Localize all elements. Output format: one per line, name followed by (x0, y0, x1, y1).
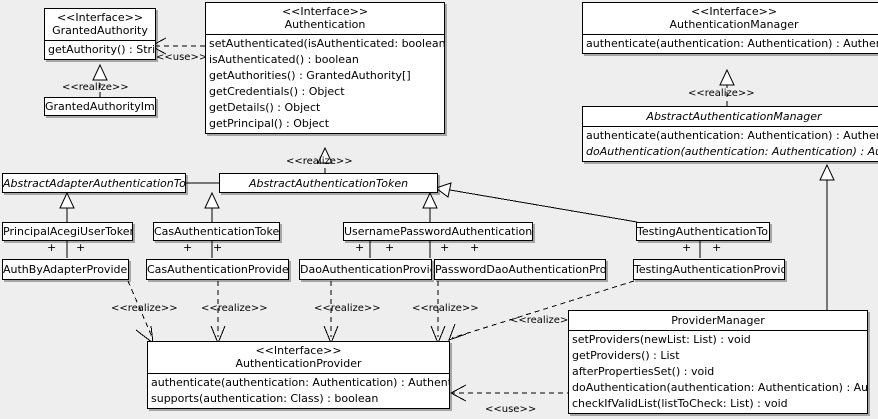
class-granted-authority[interactable]: <<Interface>> GrantedAuthority getAuthor… (44, 8, 156, 60)
class-name-label: Authentication (284, 18, 366, 31)
generalization-triangle-provider-manager (819, 163, 835, 181)
label-use-granted-authority: <<use>> (156, 52, 208, 63)
class-cas-authentication-token[interactable]: CasAuthenticationToken (153, 222, 280, 241)
multiplicity-testing-right: + (712, 241, 722, 254)
label-use-provider-manager: <<use>> (485, 404, 537, 415)
class-name-label: AbstractAuthenticationToken (248, 177, 409, 190)
generalization-triangle-username-password-token (422, 191, 438, 209)
label-realize-dao-provider: <<realize>> (314, 303, 381, 314)
multiplicity-username-1: + (355, 241, 365, 254)
label-realize-granted-authority-impl: <<realize>> (62, 82, 129, 93)
class-header: <<Interface>> GrantedAuthority (45, 9, 155, 40)
operation-after-properties-set: afterPropertiesSet() : void (572, 365, 715, 378)
operation-is-authenticated: isAuthenticated() : boolean (209, 53, 359, 66)
label-realize-testing-provider: <<realize>> (510, 315, 577, 326)
class-name-label: DaoAuthenticationProvider (300, 263, 431, 276)
class-dao-authentication-provider[interactable]: DaoAuthenticationProvider (299, 259, 432, 280)
class-header: ProviderManager (569, 311, 867, 330)
class-name-label: CasAuthenticationProvider (147, 263, 289, 276)
class-name-label: CasAuthenticationToken (154, 225, 280, 238)
multiplicity-cas-right: + (213, 241, 223, 254)
realize-triangle-granted-authority (92, 63, 108, 81)
operation-authenticate: authenticate(authentication: Authenticat… (151, 376, 449, 389)
operation-authenticate: authenticate(authentication: Authenticat… (586, 129, 878, 142)
class-name-label: TestingAuthenticationToken (637, 225, 769, 238)
operation-get-principal: getPrincipal() : Object (209, 117, 330, 130)
operation-check-if-valid-list: checkIfValidList(listToCheck: List) : vo… (572, 397, 788, 410)
operation-set-providers: setProviders(newList: List) : void (572, 333, 751, 346)
class-header: AbstractAuthenticationManager (583, 107, 878, 126)
multiplicity-principal-left: + (47, 241, 57, 254)
class-name-label: GrantedAuthority (52, 24, 148, 37)
stereotype-label: <<Interface>> (281, 5, 369, 18)
operation-get-credentials: getCredentials() : Object (209, 85, 345, 98)
class-authentication[interactable]: <<Interface>> Authentication setAuthenti… (205, 2, 445, 134)
class-username-password-authentication-token[interactable]: UsernamePasswordAuthenticationToken (343, 222, 533, 241)
class-name-label: AbstractAuthenticationManager (646, 110, 822, 123)
class-header: <<Interface>> AuthenticationManager (583, 3, 878, 34)
operation-get-details: getDetails() : Object (209, 101, 321, 114)
operation-authenticate: authenticate(authentication: Authenticat… (586, 37, 878, 50)
class-name-label: AbstractAdapterAuthenticationToken (3, 177, 186, 190)
class-authentication-manager[interactable]: <<Interface>> AuthenticationManager auth… (582, 2, 878, 54)
label-realize-cas-provider: <<realize>> (201, 303, 268, 314)
multiplicity-testing-left: + (682, 241, 692, 254)
operation-supports: supports(authentication: Class) : boolea… (151, 392, 379, 405)
operations-compartment: authenticate(authentication: Authenticat… (583, 126, 878, 161)
class-header: <<Interface>> AuthenticationProvider (148, 342, 449, 373)
class-abstract-adapter-authentication-token[interactable]: AbstractAdapterAuthenticationToken (2, 173, 186, 193)
class-abstract-authentication-manager[interactable]: AbstractAuthenticationManager authentica… (582, 106, 878, 162)
generalization-triangle-principal-acegi (59, 191, 75, 209)
operations-compartment: authenticate(authentication: Authenticat… (583, 34, 878, 53)
stereotype-label: <<Interface>> (255, 344, 342, 357)
multiplicity-cas-left: + (183, 241, 193, 254)
generalization-triangle-cas-token (204, 191, 220, 209)
label-realize-auth-by-adapter: <<realize>> (111, 303, 178, 314)
operations-compartment: setProviders(newList: List) : void getPr… (569, 330, 867, 413)
multiplicity-username-3: + (440, 241, 450, 254)
realize-triangle-authentication-manager (719, 68, 735, 86)
operations-compartment: authenticate(authentication: Authenticat… (148, 373, 449, 408)
stereotype-label: <<Interface>> (690, 5, 778, 18)
operation-do-authentication: doAuthentication(authentication: Authent… (572, 381, 867, 394)
class-authentication-provider[interactable]: <<Interface>> AuthenticationProvider aut… (147, 341, 450, 409)
operation-get-providers: getProviders() : List (572, 349, 680, 362)
stereotype-label: <<Interface>> (56, 11, 144, 24)
operation-get-authorities: getAuthorities() : GrantedAuthority[] (209, 69, 411, 82)
class-testing-authentication-token[interactable]: TestingAuthenticationToken (636, 222, 770, 241)
edge-generalize-testing-token (449, 189, 638, 223)
class-abstract-authentication-token[interactable]: AbstractAuthenticationToken (219, 173, 438, 193)
class-name-label: TestingAuthenticationProvider (634, 263, 785, 276)
use-arrowhead-provider-manager (449, 384, 467, 402)
class-password-dao-authentication-provider[interactable]: PasswordDaoAuthenticationProvider (434, 259, 606, 280)
class-granted-authority-impl[interactable]: GrantedAuthorityImpl (44, 97, 156, 116)
class-name-label: ProviderManager (671, 314, 765, 327)
class-provider-manager[interactable]: ProviderManager setProviders(newList: Li… (568, 310, 868, 414)
label-realize-abstract-authentication-token: <<realize>> (286, 156, 353, 167)
class-name-label: GrantedAuthorityImpl (45, 100, 156, 113)
operations-compartment: getAuthority() : String (45, 40, 155, 59)
class-name-label: PasswordDaoAuthenticationProvider (435, 263, 606, 276)
class-testing-authentication-provider[interactable]: TestingAuthenticationProvider (633, 259, 785, 280)
class-name-label: PrincipalAcegiUserToken (3, 225, 133, 238)
label-realize-abstract-authentication-manager: <<realize>> (688, 88, 755, 99)
class-name-label: UsernamePasswordAuthenticationToken (344, 225, 533, 238)
class-name-label: AuthenticationProvider (235, 357, 362, 370)
class-auth-by-adapter-provider[interactable]: AuthByAdapterProvider (2, 259, 129, 280)
operations-compartment: setAuthenticated(isAuthenticated: boolea… (206, 34, 444, 133)
operation-get-authority: getAuthority() : String (48, 43, 155, 56)
class-principal-acegi-user-token[interactable]: PrincipalAcegiUserToken (2, 222, 133, 241)
class-cas-authentication-provider[interactable]: CasAuthenticationProvider (146, 259, 289, 280)
multiplicity-username-2: + (385, 241, 395, 254)
operation-do-authentication: doAuthentication(authentication: Authent… (586, 145, 878, 158)
class-name-label: AuthenticationManager (669, 18, 799, 31)
realize-arrowhead-testing-provider (448, 323, 467, 341)
label-realize-password-dao-provider: <<realize>> (412, 303, 479, 314)
generalization-triangle-testing-token (434, 182, 452, 198)
class-name-label: AuthByAdapterProvider (3, 263, 129, 276)
class-header: <<Interface>> Authentication (206, 3, 444, 34)
multiplicity-principal-right: + (76, 241, 86, 254)
multiplicity-username-4: + (470, 241, 480, 254)
operation-set-authenticated: setAuthenticated(isAuthenticated: boolea… (209, 37, 444, 50)
